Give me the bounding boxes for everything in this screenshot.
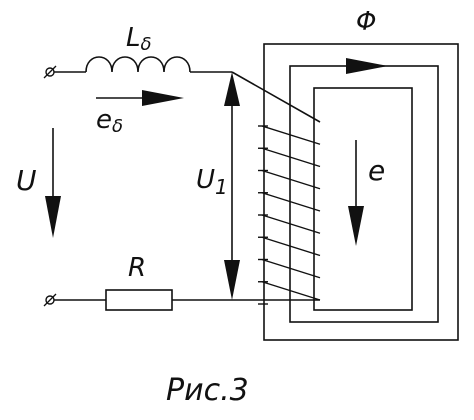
- coil-turn: [261, 281, 321, 301]
- core-middle: [289, 65, 439, 323]
- coil-winding: [258, 125, 321, 305]
- coil-turn: [261, 258, 321, 279]
- label-inductance: Lδ: [126, 23, 152, 55]
- core-inner: [313, 87, 413, 311]
- u-voltage-arrow: [45, 128, 61, 238]
- coil-turn: [261, 214, 321, 234]
- coil-turn: [261, 147, 321, 168]
- coil-turn: [261, 236, 321, 257]
- resistor-r: [105, 289, 173, 311]
- e-core-arrow: [348, 140, 364, 246]
- label-resistance: R: [128, 253, 146, 283]
- bottom-terminal: [43, 293, 57, 307]
- label-emf-core: e: [368, 154, 385, 187]
- u1-voltage-arrow: [224, 72, 240, 300]
- e-delta-arrow: [96, 90, 184, 106]
- core-outer: [263, 43, 459, 341]
- label-emf-delta: eδ: [96, 105, 123, 137]
- coil-lead-top: [231, 71, 321, 123]
- coil-turn: [261, 169, 321, 190]
- label-voltage-coil: U1: [196, 165, 228, 199]
- inductor-lδ: [85, 56, 191, 73]
- label-voltage-source: U: [16, 164, 37, 197]
- figure-caption: Рис.3: [166, 373, 249, 408]
- label-flux: Φ: [356, 7, 376, 37]
- coil-turn: [261, 192, 321, 212]
- coil-turn: [261, 125, 321, 145]
- flux-arrow: [346, 58, 388, 74]
